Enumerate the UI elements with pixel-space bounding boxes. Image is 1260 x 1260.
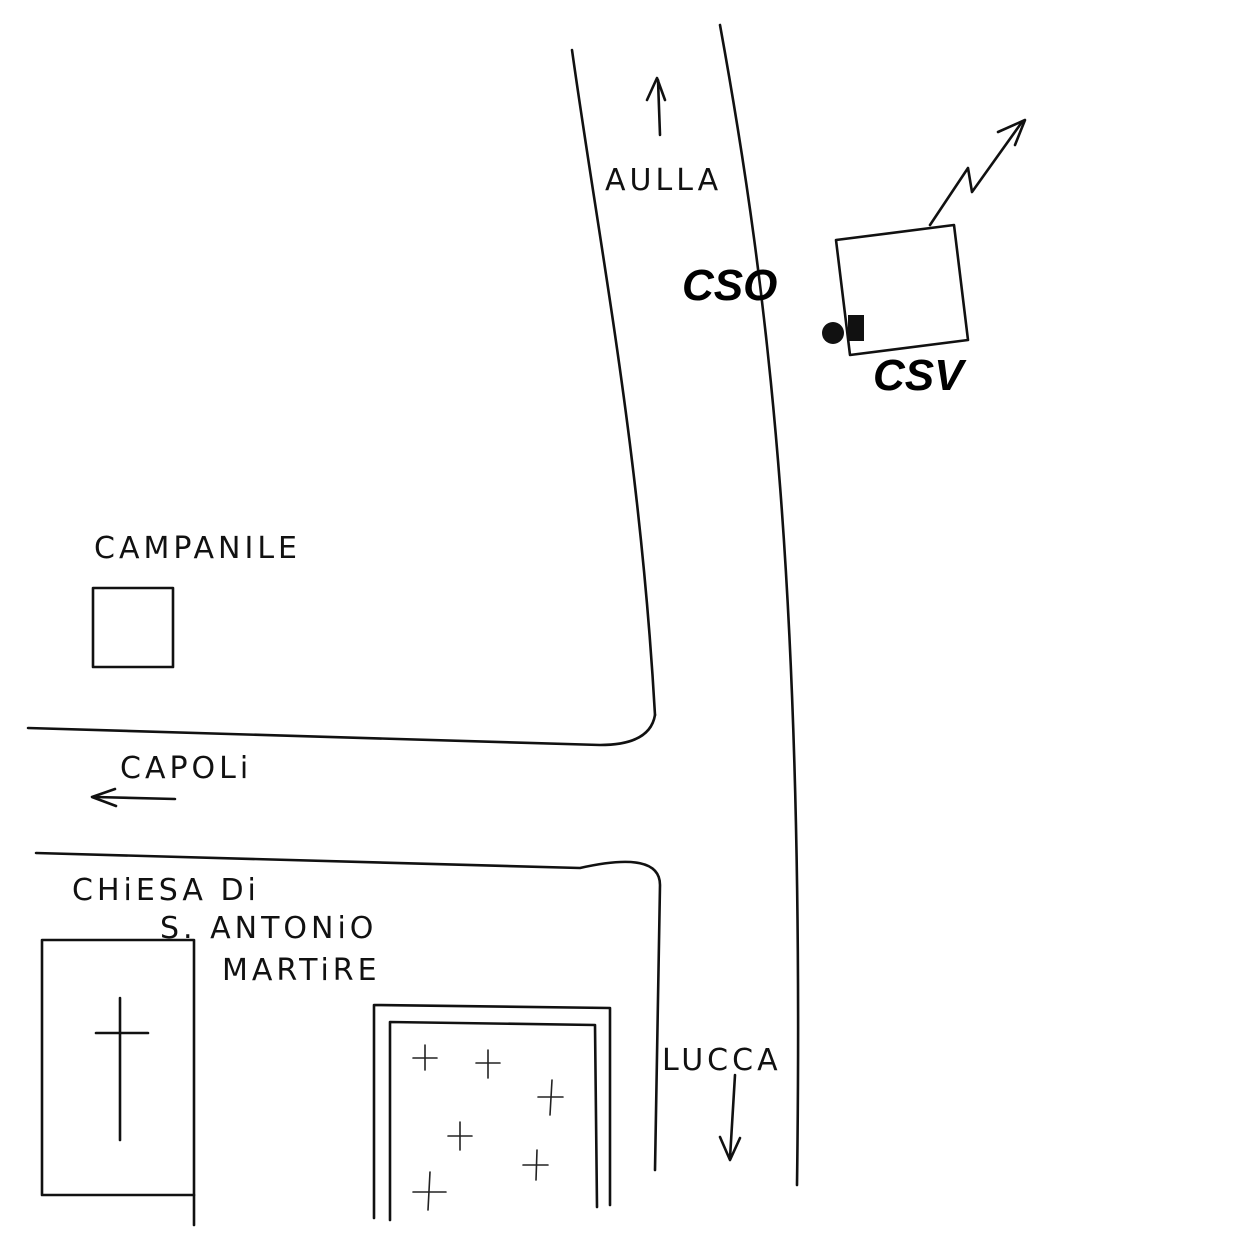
capoli-label: CAPOLi <box>120 751 252 786</box>
chiesa-label-line2: S. ANTONiO <box>160 911 377 946</box>
chiesa-label-line3: MARTiRE <box>222 953 381 988</box>
csv-building <box>822 223 970 357</box>
main-road <box>570 23 800 1187</box>
cemetery <box>372 1003 612 1222</box>
cso-label: CSO <box>682 261 777 310</box>
cross-icon <box>94 996 150 1142</box>
station-dot-icon <box>822 322 844 344</box>
campanile-label: CAMPANILE <box>94 531 301 566</box>
lightning-north-arrow-icon <box>928 118 1027 227</box>
lucca-label: LUCCA <box>662 1043 782 1078</box>
station-marker <box>848 315 864 341</box>
campanile-building <box>91 586 175 669</box>
aulla-label: AULLA <box>605 163 722 198</box>
aulla-arrow-icon <box>645 76 667 137</box>
church-building <box>40 938 196 1227</box>
chiesa-label-line1: CHiESA Di <box>72 873 260 908</box>
capoli-arrow-icon <box>90 787 177 808</box>
csv-label: CSV <box>873 351 967 400</box>
cross-icon <box>412 1044 564 1211</box>
capoli-road <box>26 713 662 1172</box>
lucca-arrow-icon <box>718 1073 742 1162</box>
